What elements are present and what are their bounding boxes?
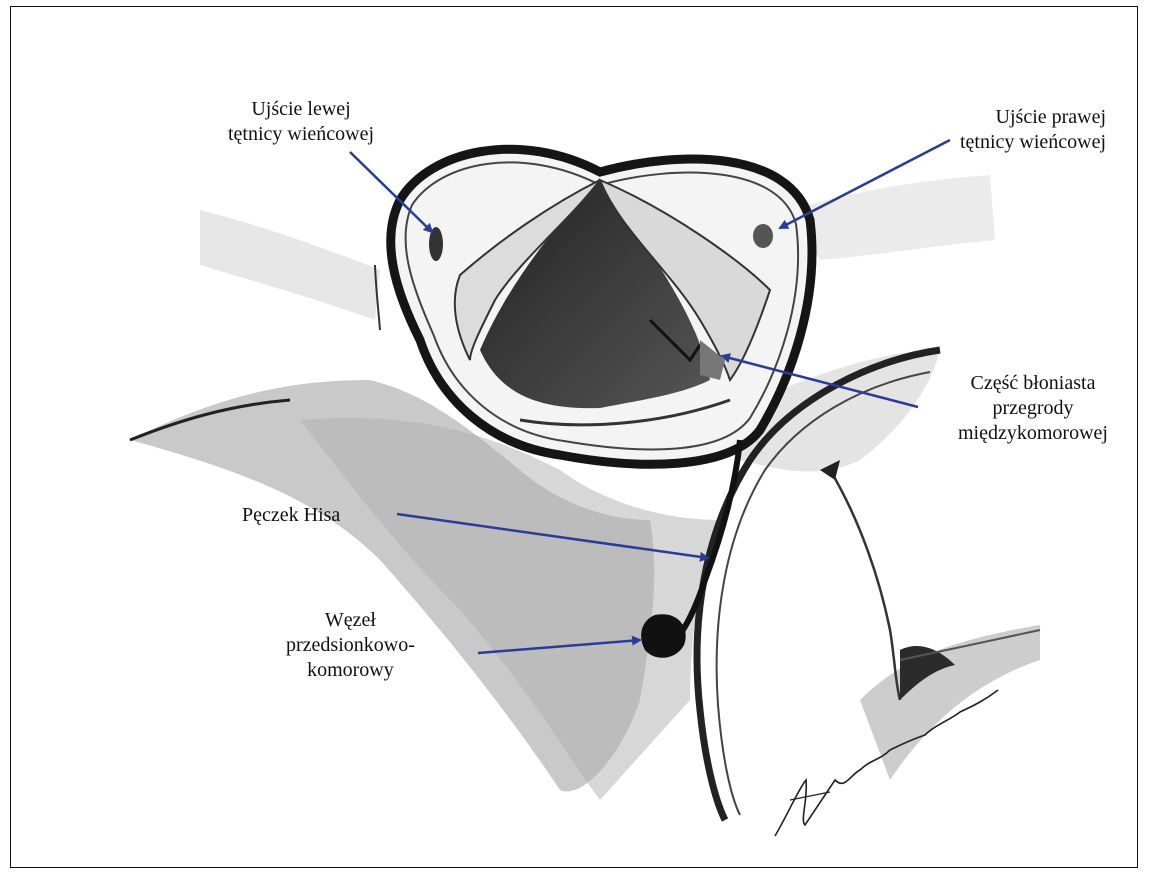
- label-av-node: Węzeł przedsionkowo- komorowy: [286, 608, 415, 683]
- label-line: przegrody: [958, 396, 1108, 421]
- label-line: Pęczek Hisa: [242, 503, 340, 528]
- label-line: międzykomorowej: [958, 421, 1108, 446]
- label-membranous-septum: Część błoniasta przegrody międzykomorowe…: [958, 371, 1108, 446]
- right-coronary-ostium: [753, 224, 773, 248]
- label-his-bundle: Pęczek Hisa: [242, 503, 340, 528]
- label-line: Ujście lewej: [228, 97, 374, 122]
- label-line: Część błoniasta: [958, 371, 1108, 396]
- label-line: przedsionkowo-: [286, 633, 415, 658]
- label-line: tętnicy wieńcowej: [228, 122, 374, 147]
- label-line: komorowy: [286, 658, 415, 683]
- label-line: tętnicy wieńcowej: [960, 130, 1106, 155]
- label-left-coronary: Ujście lewej tętnicy wieńcowej: [228, 97, 374, 147]
- label-right-coronary: Ujście prawej tętnicy wieńcowej: [960, 105, 1106, 155]
- label-line: Węzeł: [286, 608, 415, 633]
- av-node: [641, 614, 686, 658]
- label-line: Ujście prawej: [960, 105, 1106, 130]
